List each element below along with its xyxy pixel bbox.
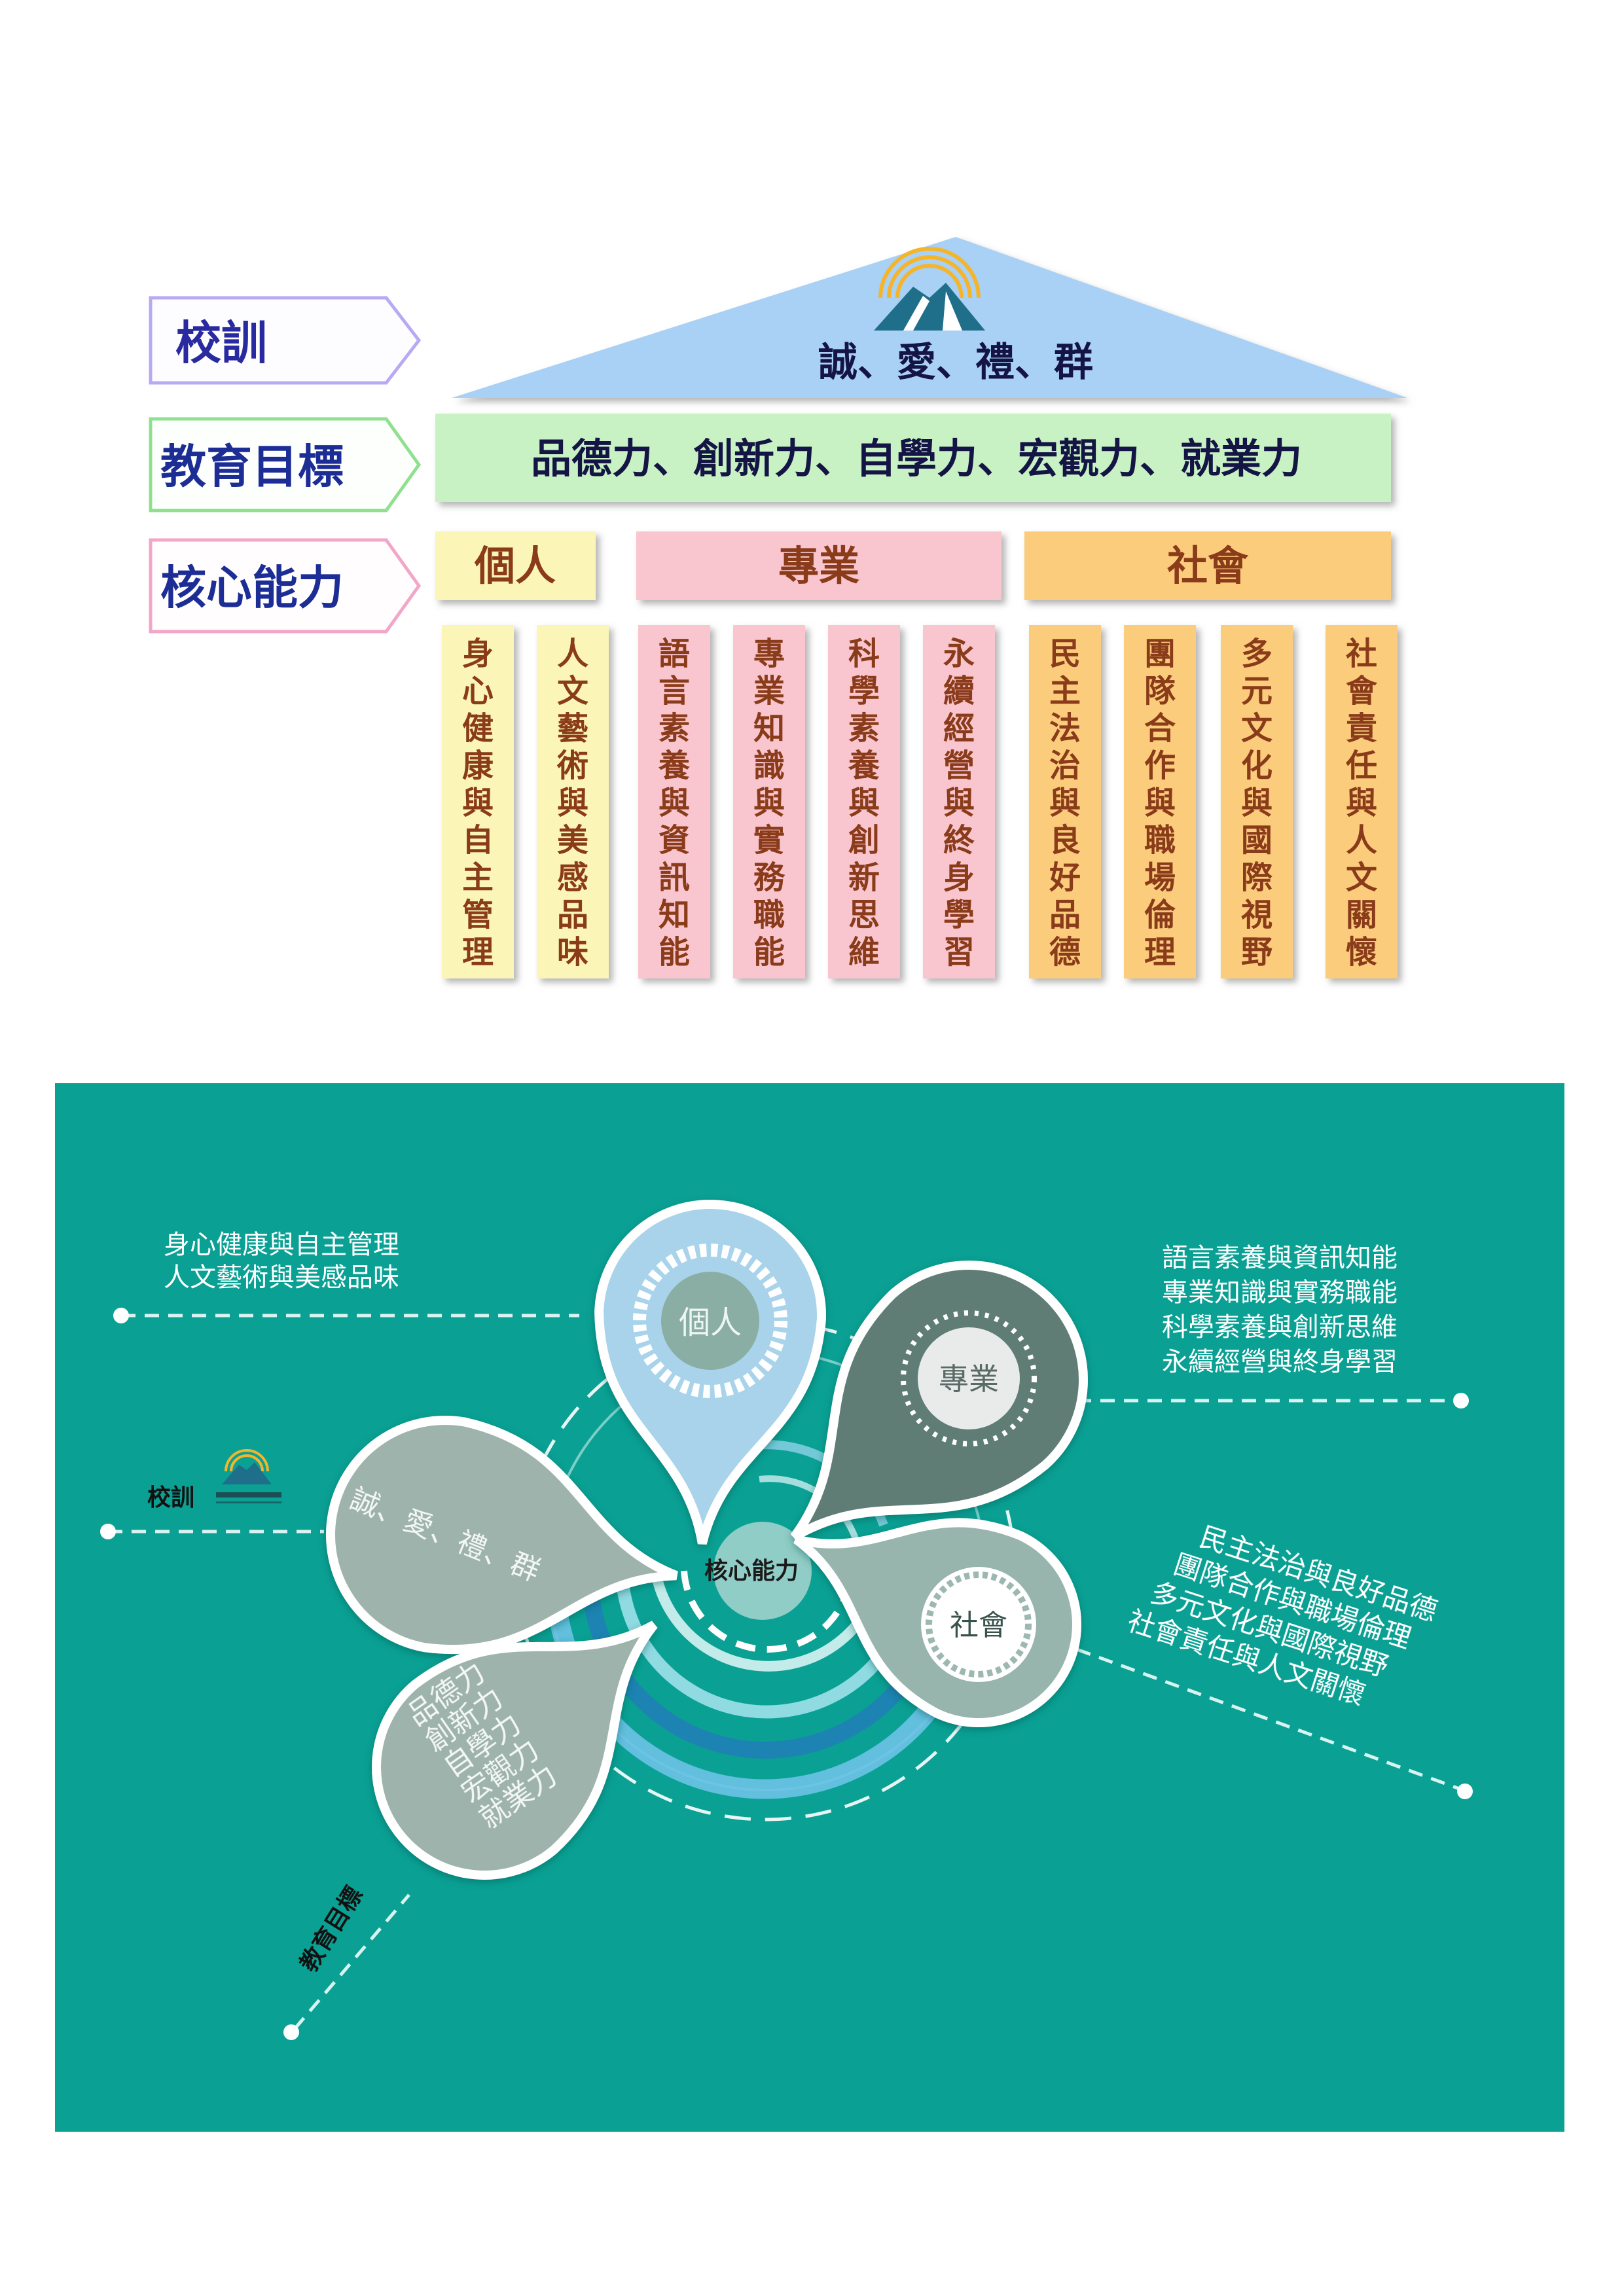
social-items: 民主法治與良好品德 團隊合作與職場倫理 多元文化與國際視野 社會責任與人文關懷 <box>1124 1520 1441 1712</box>
pillar-1 <box>442 625 514 978</box>
personal-items: 身心健康與自主管理 人文藝術與美感品味 <box>164 1230 399 1293</box>
pillar-text-6: 永續經營與終身學習 <box>943 636 975 971</box>
group-professional-label: 專業 <box>778 542 859 590</box>
petal-personal <box>594 1200 826 1545</box>
goals-tag-bottom: 教育目標 <box>295 1882 368 1977</box>
professional-label: 專業 <box>939 1361 999 1397</box>
pillar-5 <box>828 625 900 978</box>
pillar-8 <box>1124 625 1196 978</box>
group-personal-label: 個人 <box>474 542 556 590</box>
leader-dots <box>100 1308 1473 2040</box>
petal-goals <box>372 1621 658 1880</box>
motto-tag-bottom: 校訓 <box>147 1484 194 1511</box>
leader-lines <box>108 1314 1464 2030</box>
pillar-text-3: 語言素養與資訊知能 <box>659 636 690 971</box>
center-hub <box>713 1522 812 1620</box>
center-label: 核心能力 <box>704 1558 799 1585</box>
group-personal-header <box>435 531 596 600</box>
pillar-text-8: 團隊合作與職場倫理 <box>1144 636 1176 971</box>
motto-tag-label: 校訓 <box>175 315 267 370</box>
pillar-3 <box>638 625 710 978</box>
goals-bar <box>435 414 1391 502</box>
personal-item: 人文藝術與美感品味 <box>164 1263 399 1293</box>
social-badge <box>921 1567 1036 1682</box>
pillar-10 <box>1326 625 1398 978</box>
professional-item: 專業知識與實務職能 <box>1162 1278 1398 1308</box>
personal-item: 身心健康與自主管理 <box>164 1230 399 1260</box>
pillar-texts: 身心健康與自主管理 人文藝術與美感品味 語言素養與資訊知能 專業知識與實務職能 科學素養… <box>462 636 1378 971</box>
core-tag-label: 核心能力 <box>160 560 344 615</box>
pillar-9 <box>1221 625 1293 978</box>
social-label: 社會 <box>950 1609 1007 1642</box>
leader-dot-personal <box>113 1308 129 1323</box>
goals-bar-text: 品德力、創新力、自學力、宏觀力、就業力 <box>531 435 1302 482</box>
top-diagram: 校訓 教育目標 核心能力 誠、愛、禮、群 品德力、創新力、自學力、宏觀力、就業力… <box>149 237 1407 978</box>
personal-badge <box>633 1244 787 1398</box>
leader-dot-motto <box>100 1524 116 1539</box>
petal-motto <box>326 1416 678 1655</box>
professional-item: 語言素養與資訊知能 <box>1162 1243 1398 1273</box>
leader-dot-social <box>1457 1784 1473 1799</box>
personal-label: 個人 <box>679 1304 742 1341</box>
pillar-text-9: 多元文化與國際視野 <box>1241 636 1272 971</box>
pillar-6 <box>923 625 995 978</box>
professional-item: 科學素養與創新思維 <box>1162 1312 1398 1342</box>
pillar-7 <box>1029 625 1101 978</box>
pillar-4 <box>733 625 805 978</box>
professional-badge <box>901 1310 1037 1446</box>
pillar-text-5: 科學素養與創新思維 <box>848 636 880 971</box>
pillar-text-7: 民主法治與良好品德 <box>1049 636 1081 971</box>
roof-text: 誠、愛、禮、群 <box>818 340 1093 386</box>
pillars <box>442 625 1398 978</box>
professional-items: 語言素養與資訊知能 專業知識與實務職能 科學素養與創新思維 永續經營與終身學習 <box>1162 1243 1398 1377</box>
professional-item: 永續經營與終身學習 <box>1162 1347 1398 1377</box>
core-tag: 核心能力 <box>149 538 422 634</box>
pillar-text-10: 社會責任與人文關懷 <box>1346 636 1378 971</box>
leader-dot-professional <box>1453 1393 1469 1408</box>
pillar-text-1: 身心健康與自主管理 <box>462 636 494 971</box>
school-logo-small-icon <box>216 1449 281 1503</box>
group-social-label: 社會 <box>1167 542 1249 590</box>
group-professional-header <box>636 531 1001 600</box>
pillar-text-4: 專業知識與實務職能 <box>753 636 785 971</box>
school-logo-icon <box>874 247 985 331</box>
motto-tag: 校訓 <box>149 296 422 385</box>
pillar-text-2: 人文藝術與美感品味 <box>556 636 588 971</box>
goals-tag: 教育目標 <box>149 417 422 512</box>
leader-dot-goals <box>283 2024 299 2040</box>
goals-tag-label: 教育目標 <box>160 439 344 493</box>
pillar-2 <box>537 625 609 978</box>
group-social-header <box>1024 531 1391 600</box>
